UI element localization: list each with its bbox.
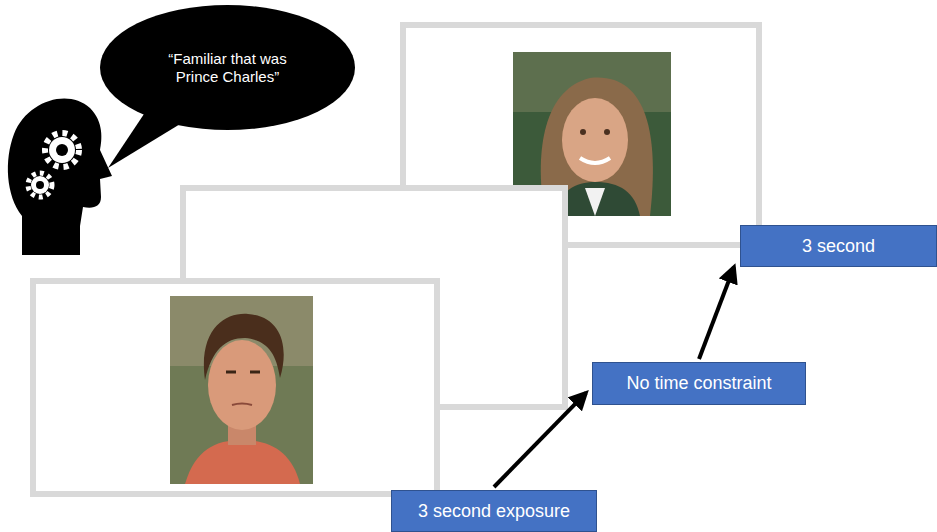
face-photo — [170, 296, 313, 484]
speech-bubble: “Familiar that was Prince Charles” — [100, 5, 355, 130]
arrow-connector — [494, 393, 586, 487]
step-label: 3 second — [740, 225, 937, 267]
head-icon — [8, 99, 112, 255]
speech-text: “Familiar that was Prince Charles” — [153, 50, 303, 86]
label-text: No time constraint — [626, 373, 771, 394]
step-label: 3 second exposure — [391, 490, 597, 532]
arrow-connector — [699, 267, 734, 359]
slide-frame — [33, 281, 437, 494]
step-label: No time constraint — [592, 362, 806, 405]
label-text: 3 second exposure — [418, 501, 570, 522]
label-text: 3 second — [802, 236, 875, 257]
